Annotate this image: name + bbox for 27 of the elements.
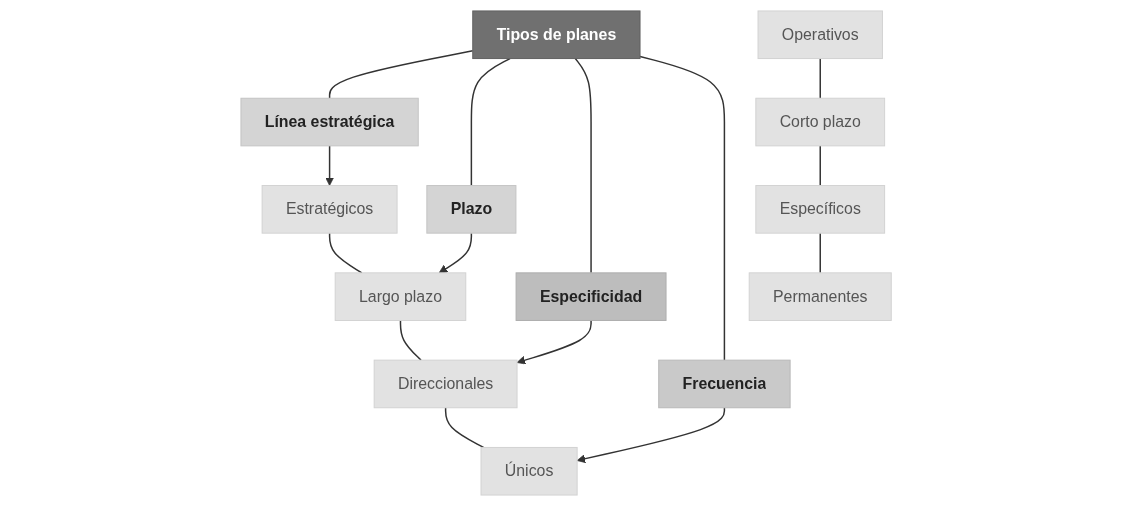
- node-box: Específicos: [755, 185, 886, 234]
- node-box: Permanentes: [748, 272, 892, 321]
- connector: [328, 232, 363, 274]
- connector: [444, 407, 485, 449]
- node-box: Estratégicos: [261, 185, 398, 234]
- node-box: Plazo: [426, 185, 517, 234]
- node-box: Únicos: [480, 446, 578, 496]
- connector: [819, 232, 821, 274]
- arrow: [438, 232, 473, 274]
- node-box: Operativos: [757, 10, 883, 60]
- node-box: Direccionales: [373, 359, 518, 409]
- node-box: Línea estratégica: [240, 97, 419, 147]
- node-box: Tipos de planes: [472, 10, 641, 60]
- arrow: [576, 407, 726, 464]
- connector: [639, 55, 726, 361]
- connector: [328, 50, 474, 99]
- connector: [819, 57, 821, 99]
- arrow: [325, 145, 334, 186]
- node-box: Largo plazo: [334, 272, 467, 321]
- connector: [574, 57, 592, 274]
- connector: [819, 145, 821, 187]
- node-box: Frecuencia: [658, 359, 791, 409]
- arrow: [516, 319, 592, 365]
- connector: [399, 319, 422, 361]
- connector: [470, 57, 511, 187]
- node-box: Especificidad: [515, 272, 667, 321]
- node-box: Corto plazo: [755, 97, 886, 147]
